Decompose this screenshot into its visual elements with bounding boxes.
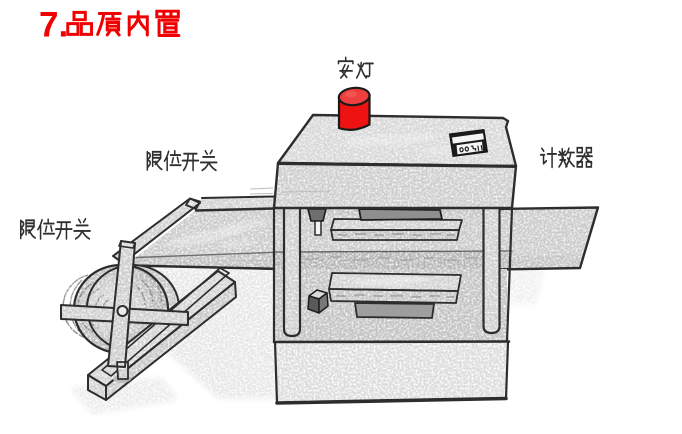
svg-text:7.: 7. [39,6,68,45]
